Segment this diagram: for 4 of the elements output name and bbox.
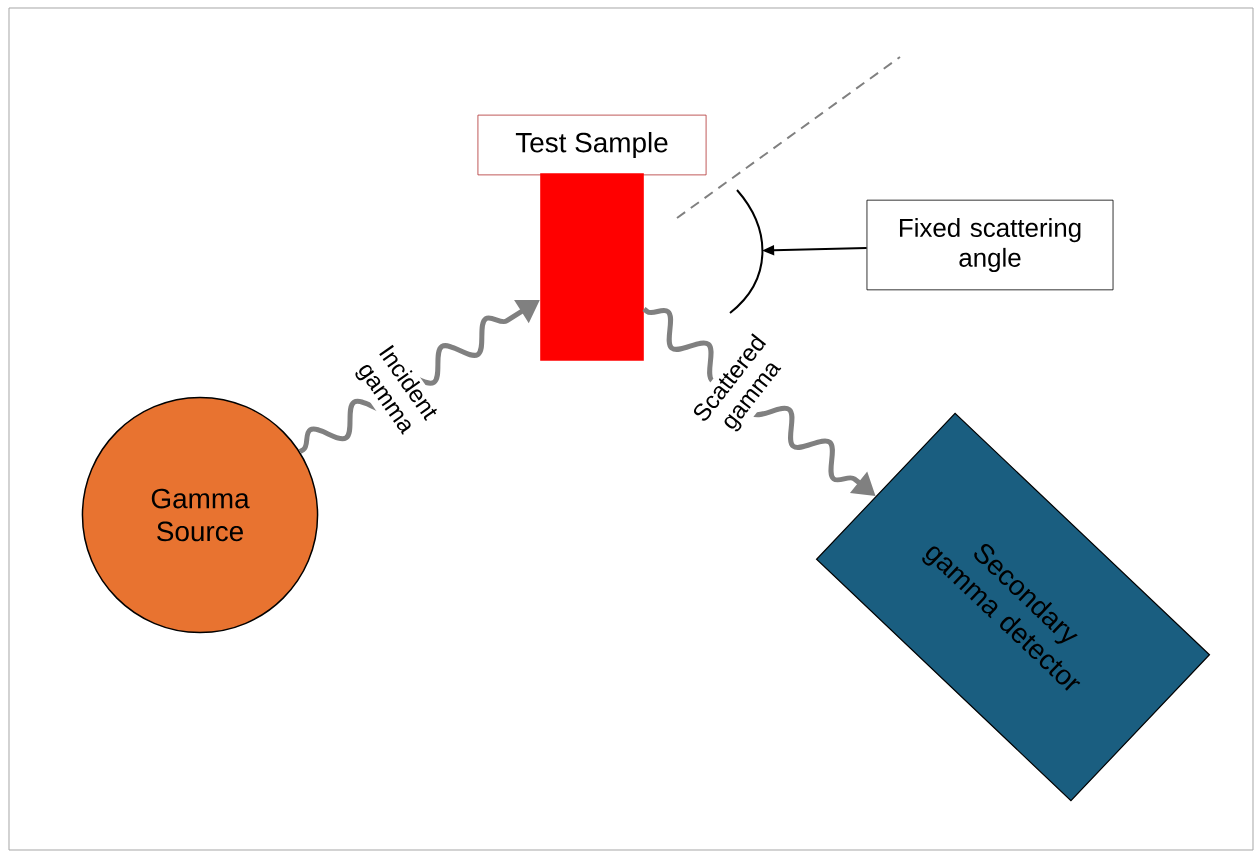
angle-arc	[729, 189, 764, 314]
label-box: Fixed scattering angle	[866, 199, 1114, 291]
label-box: Test Sample	[477, 114, 707, 176]
sample-bar	[540, 173, 644, 361]
